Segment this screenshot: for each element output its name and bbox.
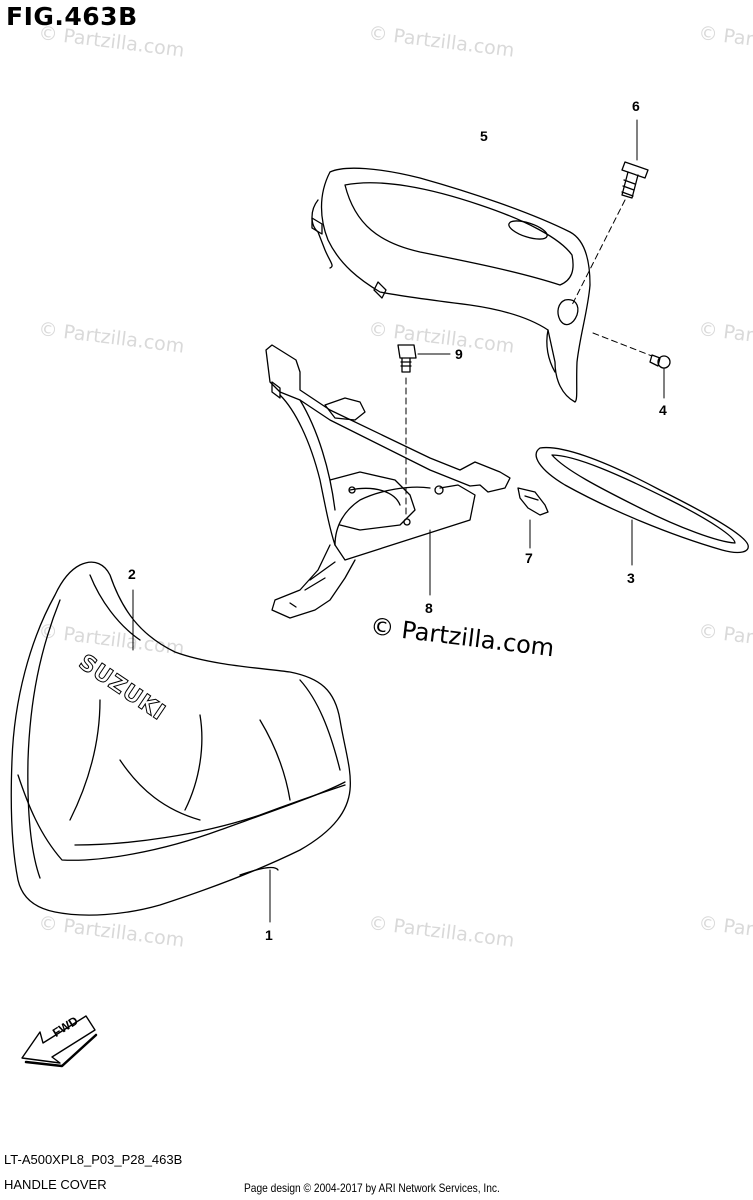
- callout-9[interactable]: 9: [455, 346, 463, 362]
- section-name: HANDLE COVER: [4, 1177, 107, 1192]
- callout-4[interactable]: 4: [659, 402, 667, 418]
- front-handle-cover-part-1: [10, 561, 351, 923]
- callout-2[interactable]: 2: [128, 566, 136, 582]
- callout-3[interactable]: 3: [627, 570, 635, 586]
- bracket-part-8: [265, 344, 511, 619]
- fwd-arrow-icon: [21, 1015, 98, 1068]
- callout-8[interactable]: 8: [425, 600, 433, 616]
- callout-7[interactable]: 7: [525, 550, 533, 566]
- upper-handle-cover: [311, 167, 591, 403]
- clip-part-4: [592, 332, 671, 399]
- trim-strip-part-3: [535, 446, 749, 566]
- callout-6[interactable]: 6: [632, 98, 640, 114]
- nut-clip-part-7: [517, 487, 549, 549]
- bolt-part-9: [397, 344, 451, 516]
- figure-title: FIG.463B: [6, 2, 138, 31]
- callout-1[interactable]: 1: [265, 927, 273, 943]
- callout-5[interactable]: 5: [480, 128, 488, 144]
- screw-part-6: [621, 119, 649, 199]
- diagram-code: LT-A500XPL8_P03_P28_463B: [4, 1152, 183, 1167]
- copyright-notice: Page design © 2004-2017 by ARI Network S…: [244, 1181, 500, 1195]
